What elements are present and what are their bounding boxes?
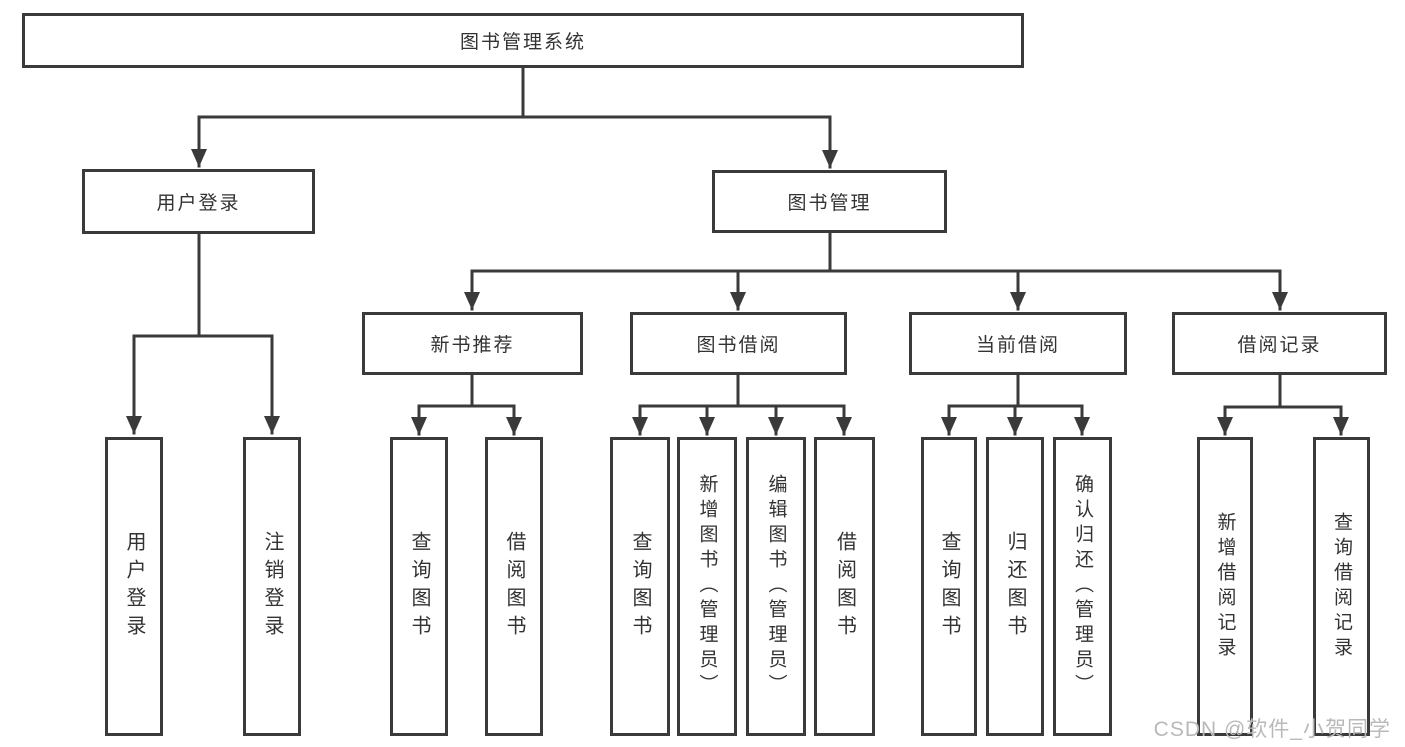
node-current-borrow: 当前借阅: [909, 312, 1127, 375]
leaf-current-query-book-label: 查询图书: [938, 530, 960, 643]
leaf-user-login-label: 用户登录: [123, 530, 145, 643]
leaf-borrow-query-book: 查询图书: [610, 437, 670, 736]
leaf-add-borrow-record-label: 新增借阅记录: [1214, 511, 1236, 662]
leaf-logout: 注销登录: [243, 437, 301, 736]
leaf-return-book: 归还图书: [986, 437, 1044, 736]
node-current-borrow-label: 当前借阅: [975, 335, 1060, 356]
leaf-recommend-query-book: 查询图书: [390, 437, 448, 736]
leaf-borrow-book: 借阅图书: [814, 437, 875, 736]
leaf-edit-book-admin-label: 编辑图书（管理员）: [765, 474, 787, 699]
node-borrow-record: 借阅记录: [1172, 312, 1387, 375]
watermark: CSDN @软件_小贺同学: [1153, 718, 1391, 741]
leaf-edit-book-admin: 编辑图书（管理员）: [746, 437, 806, 736]
leaf-add-book-admin: 新增图书（管理员）: [677, 437, 737, 736]
leaf-query-borrow-record: 查询借阅记录: [1313, 437, 1370, 736]
leaf-return-book-label: 归还图书: [1004, 530, 1026, 643]
node-root: 图书管理系统: [22, 13, 1024, 68]
leaf-user-login: 用户登录: [105, 437, 163, 736]
leaf-recommend-borrow-book-label: 借阅图书: [503, 530, 525, 643]
node-book-management-label: 图书管理: [787, 193, 872, 214]
node-user-login-label: 用户登录: [156, 193, 241, 214]
node-book-borrow-label: 图书借阅: [696, 335, 781, 356]
node-root-label: 图书管理系统: [459, 32, 586, 53]
leaf-confirm-return-admin-label: 确认归还（管理员）: [1072, 474, 1093, 699]
leaf-recommend-query-book-label: 查询图书: [408, 530, 430, 643]
node-book-management: 图书管理: [712, 170, 947, 233]
leaf-query-borrow-record-label: 查询借阅记录: [1331, 511, 1352, 662]
node-new-book-recommend-label: 新书推荐: [430, 335, 515, 356]
leaf-confirm-return-admin: 确认归还（管理员）: [1053, 437, 1112, 736]
node-new-book-recommend: 新书推荐: [362, 312, 583, 375]
leaf-add-book-admin-label: 新增图书（管理员）: [696, 474, 718, 699]
leaf-add-borrow-record: 新增借阅记录: [1197, 437, 1253, 736]
leaf-recommend-borrow-book: 借阅图书: [485, 437, 543, 736]
leaf-borrow-query-book-label: 查询图书: [629, 530, 651, 643]
leaf-current-query-book: 查询图书: [921, 437, 977, 736]
leaf-logout-label: 注销登录: [261, 530, 283, 643]
node-borrow-record-label: 借阅记录: [1237, 335, 1322, 356]
node-user-login: 用户登录: [82, 169, 315, 234]
leaf-borrow-book-label: 借阅图书: [833, 530, 856, 643]
node-book-borrow: 图书借阅: [630, 312, 847, 375]
